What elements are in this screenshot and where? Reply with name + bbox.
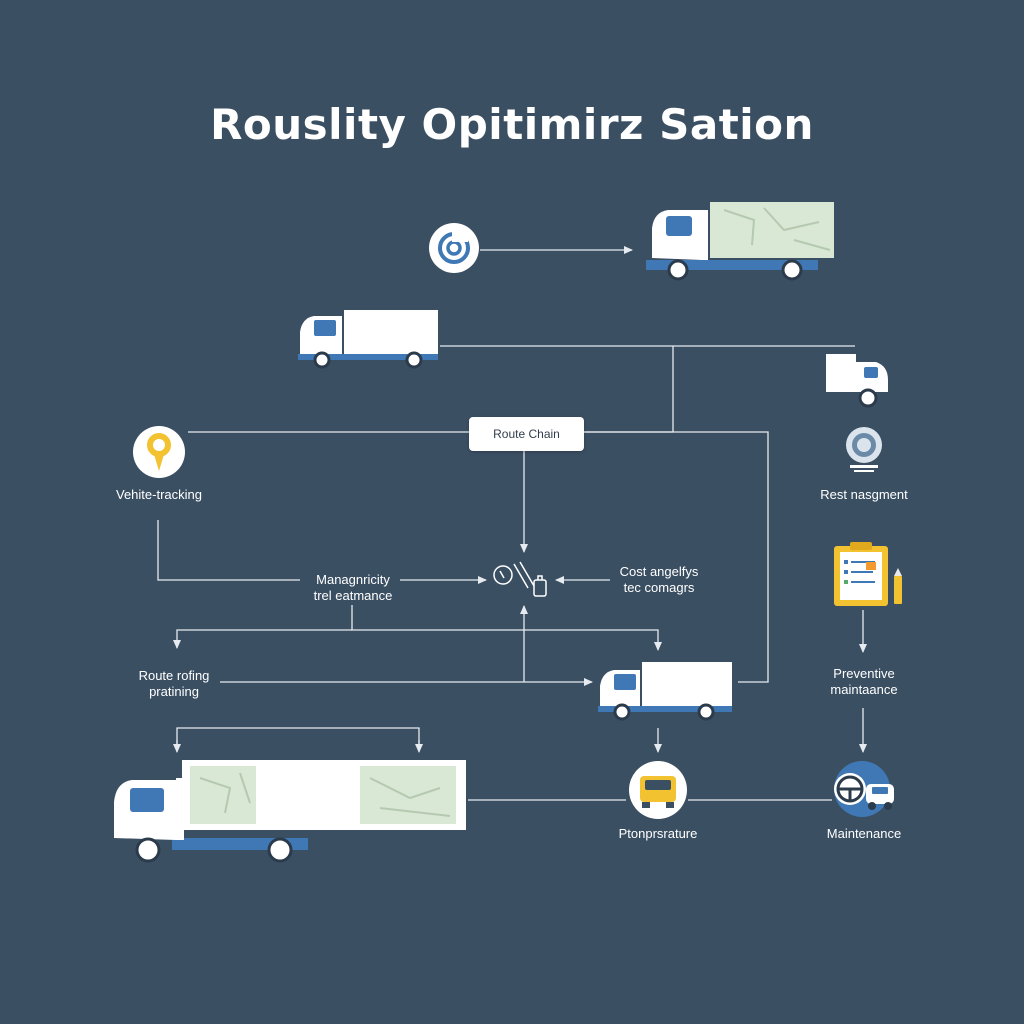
tools-icon bbox=[493, 561, 547, 597]
refresh-icon bbox=[429, 223, 479, 273]
truck-route-map-icon bbox=[114, 760, 466, 863]
label-maintenance: Maintenance bbox=[826, 826, 902, 841]
steering-wheel-icon bbox=[834, 761, 894, 817]
connector-tracking bbox=[157, 520, 300, 581]
connector-bracket bbox=[176, 727, 420, 751]
label-cost-analysis: Cost angelfys tec comagrs bbox=[619, 564, 699, 595]
taxi-icon bbox=[629, 761, 687, 819]
gauge-icon bbox=[846, 427, 882, 472]
location-pin-icon bbox=[133, 426, 185, 478]
page-title: Rouslity Opitimirz Sation bbox=[210, 100, 814, 149]
connector-chain-to-truck bbox=[584, 431, 769, 683]
truck-icon bbox=[298, 310, 438, 369]
label-preventive: Preventive maintaance bbox=[830, 666, 898, 697]
small-truck-icon bbox=[826, 354, 888, 408]
label-vehicle-tracking: Vehite-tracking bbox=[116, 487, 202, 502]
label-procedure: Ptonprsrature bbox=[618, 826, 698, 841]
connector-route-planning bbox=[173, 629, 352, 649]
truck-map-icon bbox=[646, 202, 834, 281]
route-chain-node[interactable]: Route Chain bbox=[469, 417, 584, 451]
label-management: Managnricity trel eatmance bbox=[313, 572, 393, 603]
connector-mgmt-down bbox=[351, 605, 662, 651]
label-route-planning: Route rofing pratining bbox=[138, 668, 210, 699]
delivery-truck-icon bbox=[598, 662, 732, 721]
clipboard-icon bbox=[834, 542, 902, 606]
label-rest-management: Rest nasgment bbox=[820, 487, 908, 502]
